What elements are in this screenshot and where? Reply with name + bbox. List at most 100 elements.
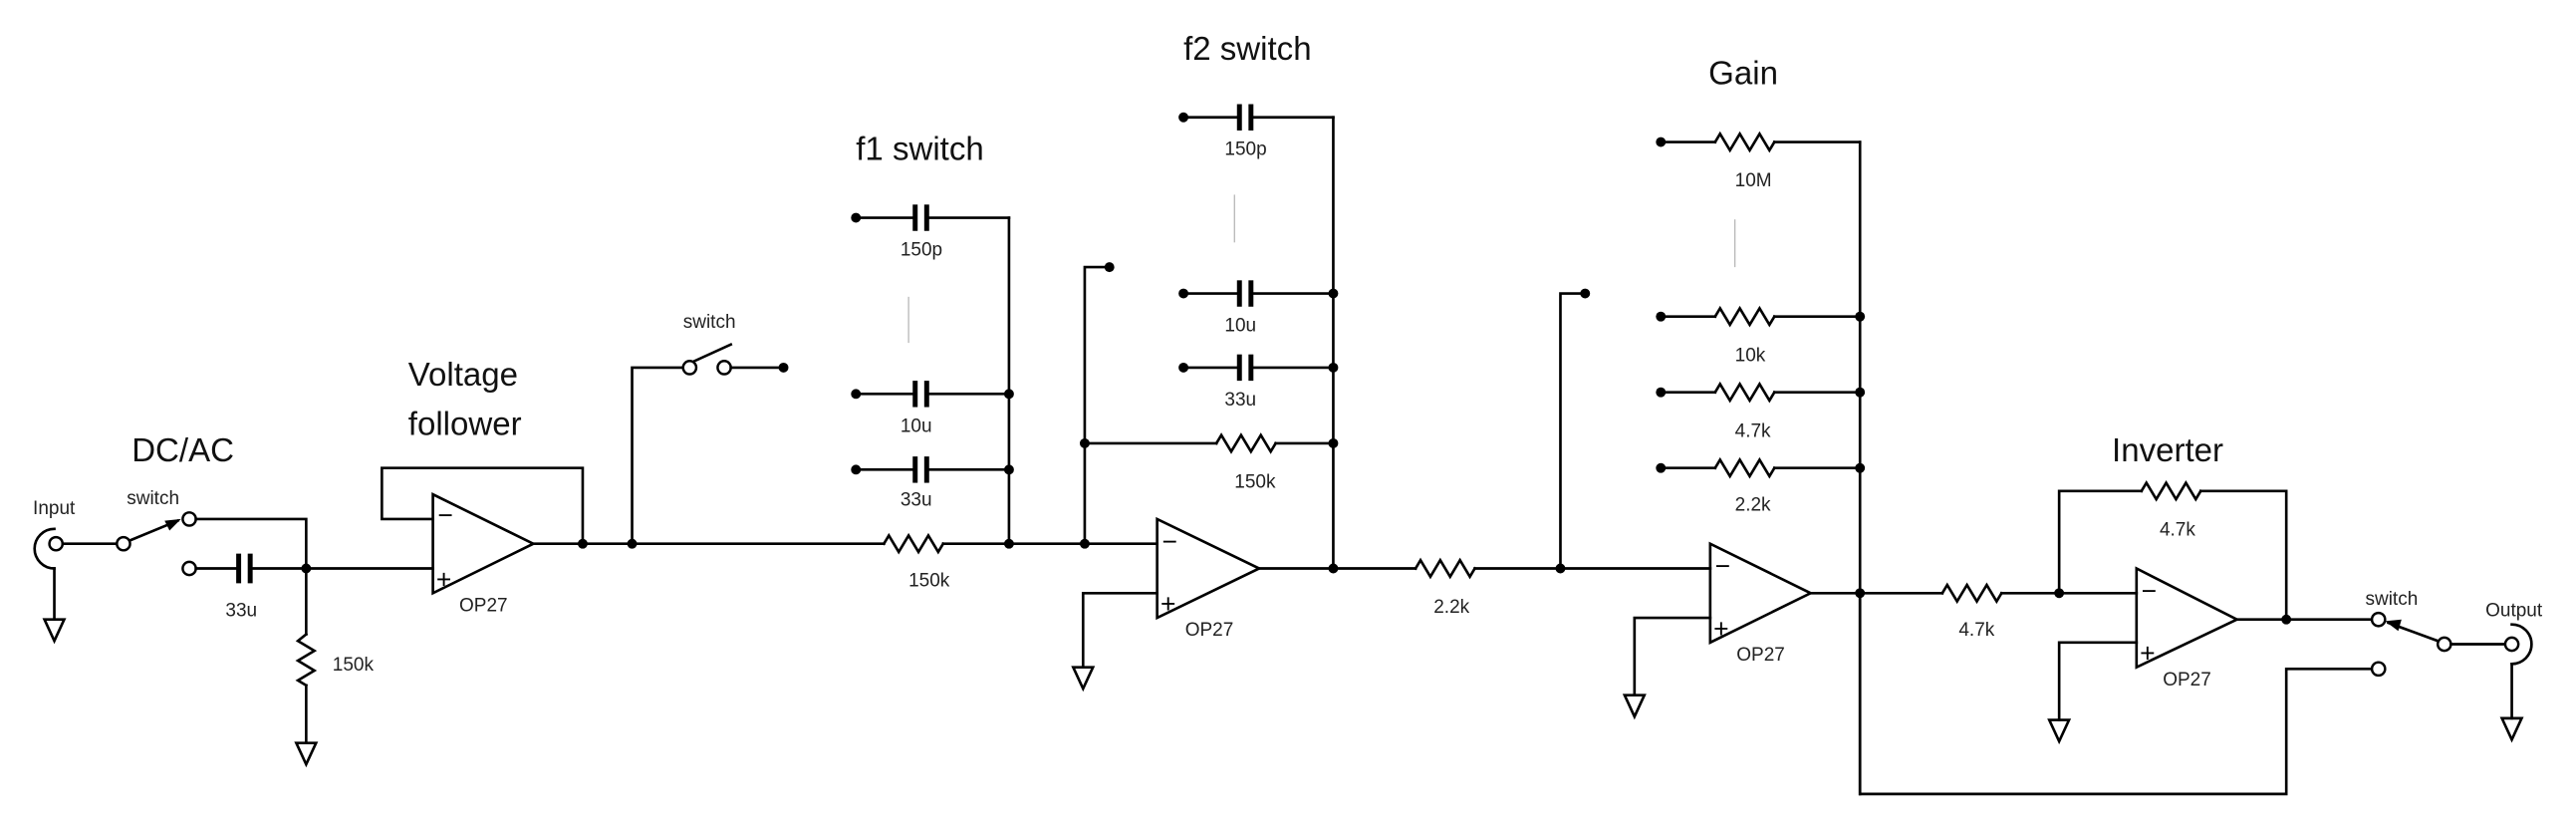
resistor-4-7k-inverter-input: [1940, 582, 2004, 605]
switch-inverted-terminal: [2370, 611, 2387, 628]
section-title-dcac: DC/AC: [131, 432, 234, 469]
opamp-triangle: [1708, 541, 1814, 645]
f1-cap-150p[interactable]: [851, 204, 1011, 231]
resistor-label: 150k: [908, 571, 950, 592]
minus-sign: −: [2142, 576, 2157, 606]
wire: [2198, 489, 2288, 622]
opamp-triangle: [431, 492, 537, 596]
junction-dot: [1855, 462, 1866, 473]
wire: [2057, 641, 2139, 721]
capacitor-label: 150p: [1224, 139, 1266, 160]
opamp-label: OP27: [1736, 645, 1785, 666]
selector-wiper-dot[interactable]: [1104, 262, 1115, 273]
opamp-label: OP27: [459, 595, 508, 616]
opamp-follower: − +: [431, 492, 537, 596]
opamp-triangle: [2135, 566, 2240, 670]
bypass-switch[interactable]: [681, 343, 733, 376]
wire: [1633, 616, 1712, 697]
selector-wiper-dot[interactable]: [1580, 288, 1591, 299]
resistor-150k-shunt: [295, 632, 318, 688]
input-label: Input: [33, 498, 76, 519]
switch-terminal: [681, 360, 698, 376]
f2-cap-33u[interactable]: [1178, 354, 1335, 382]
capacitor-33u-input: [236, 553, 253, 584]
minus-sign: −: [1715, 551, 1730, 581]
wire: [2057, 489, 2144, 595]
plus-sign: +: [1713, 614, 1728, 644]
junction-dot: [1328, 288, 1339, 299]
f1-cap-33u[interactable]: [851, 456, 1011, 483]
feedback-wire: [381, 466, 585, 546]
input-terminal: [48, 535, 65, 552]
ground-icon: [294, 741, 319, 768]
junction-dot: [1003, 389, 1014, 400]
switch-common-terminal: [2436, 636, 2452, 653]
bypass-switch-label: switch: [683, 312, 736, 333]
gain-resistor-10m[interactable]: [1656, 131, 1862, 153]
switch-ac-terminal: [181, 560, 197, 577]
switch-contact-dot: [778, 362, 789, 373]
switch-arrow-icon: [164, 518, 181, 531]
section-title-gain: Gain: [1708, 56, 1778, 93]
opamp-gain: − +: [1708, 541, 1814, 645]
opamp-filter: − +: [1156, 516, 1263, 621]
output-terminal: [2503, 636, 2520, 653]
gain-resistor-10k[interactable]: [1656, 305, 1862, 328]
input-jack-shell: [33, 527, 56, 570]
resistor-label: 4.7k: [1735, 420, 1771, 441]
section-title-f1: f1 switch: [856, 132, 984, 168]
switch-direct-terminal: [2370, 661, 2387, 678]
resistor-150k-f1: [882, 532, 945, 555]
ground-icon: [1071, 666, 1096, 692]
junction-dot: [1328, 362, 1339, 373]
gain-resistor-4-7k[interactable]: [1656, 381, 1862, 404]
junction-dot: [1003, 464, 1014, 475]
resistor-label: 2.2k: [1433, 597, 1469, 618]
f2-cap-10u[interactable]: [1178, 280, 1335, 307]
dcac-switch-label: switch: [127, 488, 179, 509]
section-title-follower-line2: follower: [408, 407, 522, 443]
ground-icon: [1622, 693, 1647, 720]
capacitor-label: 10u: [1224, 316, 1256, 337]
dcac-switch[interactable]: [116, 511, 197, 577]
output-switch[interactable]: [2370, 611, 2452, 678]
resistor-label: 4.7k: [2160, 519, 2195, 540]
ground-icon: [42, 618, 67, 645]
junction-dot: [2281, 614, 2292, 625]
minus-sign: −: [1162, 526, 1177, 556]
resistor-2-2k-gain-input: [1414, 557, 1477, 580]
switch-dc-terminal: [181, 511, 197, 527]
resistor-4-7k-inverter-feedback: [2139, 480, 2203, 502]
switch-common-terminal: [116, 535, 131, 552]
ground-icon: [2047, 718, 2072, 745]
resistor-150k-f2: [1214, 432, 1278, 454]
opamp-triangle: [1156, 516, 1263, 621]
wire: [1559, 292, 1587, 570]
wire: [194, 517, 308, 570]
capacitor-label: 33u: [225, 600, 257, 621]
opamp-inverter: − +: [2135, 566, 2240, 670]
resistor-label: 10k: [1735, 345, 1766, 366]
f1-cap-10u[interactable]: [851, 381, 1011, 408]
section-title-f2: f2 switch: [1183, 31, 1312, 68]
plus-sign: +: [2140, 639, 2155, 669]
input-jack[interactable]: [33, 527, 67, 645]
switch-lever: [692, 343, 733, 364]
junction-dot: [1328, 437, 1339, 448]
minus-sign: −: [438, 500, 453, 530]
output-switch-label: switch: [2365, 589, 2418, 610]
opamp-label: OP27: [1185, 620, 1234, 641]
junction-dot: [577, 538, 588, 549]
switch-arrow-icon: [2385, 619, 2402, 632]
section-title-follower-line1: Voltage: [408, 357, 518, 394]
output-label: Output: [2485, 600, 2543, 621]
plus-sign: +: [436, 564, 451, 594]
wire: [1081, 591, 1159, 669]
capacitor-label: 33u: [901, 490, 932, 511]
capacitor-label: 10u: [901, 415, 932, 436]
f2-cap-150p[interactable]: [1178, 104, 1335, 131]
ground-icon: [2499, 716, 2524, 743]
output-jack[interactable]: [2499, 623, 2533, 743]
gain-resistor-2-2k[interactable]: [1656, 456, 1862, 479]
